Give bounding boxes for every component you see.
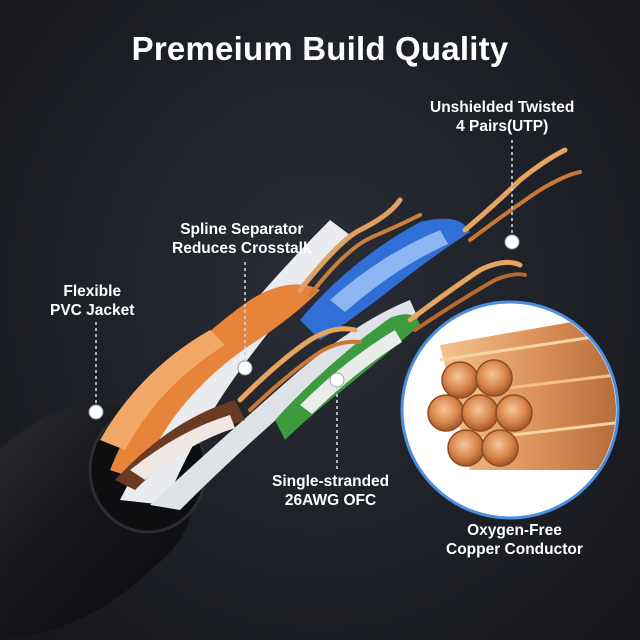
jacket-label: Flexible PVC Jacket xyxy=(50,282,134,320)
conductor-label-line1: Single-stranded xyxy=(272,473,390,490)
copper-label-line1: Oxygen-Free xyxy=(467,522,562,539)
spline-label-line1: Spline Separator xyxy=(180,221,304,238)
page-title: Premeium Build Quality xyxy=(131,30,509,67)
jacket-label-line2: PVC Jacket xyxy=(50,302,135,319)
copper-zoom-callout xyxy=(400,300,620,520)
conductor-label-line2: 26AWG OFC xyxy=(284,492,377,509)
utp-label-line2: 4 Pairs(UTP) xyxy=(456,118,549,135)
spline-label: Spline Separator Reduces Crosstalk xyxy=(172,220,312,258)
jacket-label-line1: Flexible xyxy=(63,283,122,300)
copper-strands xyxy=(237,147,582,412)
utp-label-line1: Unshielded Twisted xyxy=(430,99,575,116)
callout-dots xyxy=(88,234,520,420)
brown-wire-pair xyxy=(115,400,245,490)
blue-wire-pair xyxy=(300,218,470,340)
green-wire-pair xyxy=(275,314,420,440)
utp-label: Unshielded Twisted 4 Pairs(UTP) xyxy=(430,98,574,136)
copper-label: Oxygen-Free Copper Conductor xyxy=(446,521,583,559)
callout-lines xyxy=(95,140,513,470)
copper-label-line2: Copper Conductor xyxy=(446,541,583,558)
orange-wire-pair xyxy=(100,284,320,480)
spline-label-line2: Reduces Crosstalk xyxy=(172,240,312,257)
conductor-label: Single-stranded 26AWG OFC xyxy=(272,472,389,510)
